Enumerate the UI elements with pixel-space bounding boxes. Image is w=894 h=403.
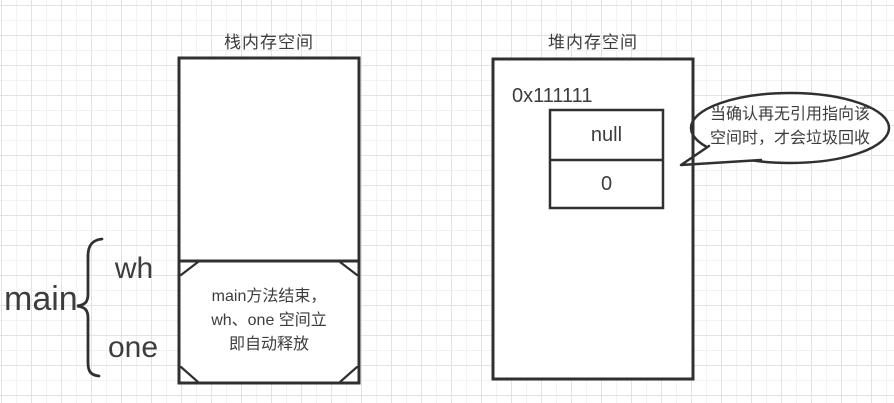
variable-wh-label: wh [114, 252, 154, 285]
stack-title: 栈内存空间 [224, 33, 314, 52]
callout-tail [679, 144, 763, 167]
callout-bubble [679, 91, 891, 167]
main-method-label: main [4, 280, 78, 318]
heap-object-field-null: null [590, 123, 623, 146]
callout-line-1: 当确认再无引用指向该 [709, 106, 870, 123]
heap-object-address: 0x111111 [512, 85, 593, 107]
variable-one-label: one [107, 331, 159, 364]
release-note-line-3: 即自动释放 [228, 336, 309, 353]
release-note-line-2: wh、one 空间立 [211, 312, 327, 329]
callout-ellipse [689, 91, 891, 165]
release-note: main方法结束， wh、one 空间立 即自动释放 [182, 285, 356, 357]
main-brace [76, 237, 104, 378]
callout-line-2: 空间时，才会垃圾回收 [709, 130, 870, 147]
stack-box [177, 56, 361, 385]
callout-text: 当确认再无引用指向该 空间时，才会垃圾回收 [698, 103, 882, 151]
heap-object-field-zero: 0 [600, 172, 613, 195]
released-frame-corner-marks [179, 260, 359, 384]
heap-title: 堆内存空间 [548, 33, 638, 52]
release-note-line-1: main方法结束， [211, 288, 327, 305]
